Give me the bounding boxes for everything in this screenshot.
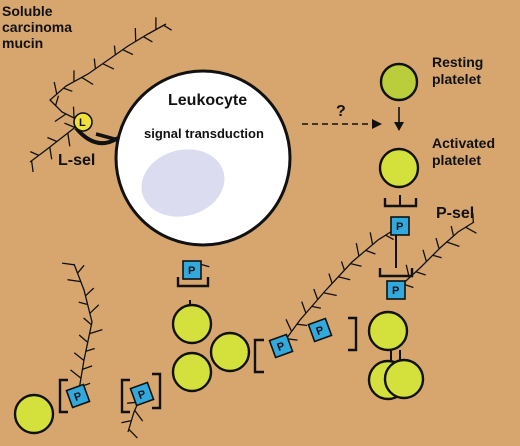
mucin-strands [29, 17, 477, 439]
p-selectin-box: P [386, 280, 406, 300]
p-selectin-box: P [65, 383, 91, 409]
platelet [367, 310, 409, 352]
mucin-strand-right [280, 218, 401, 347]
activated-platelet [378, 147, 420, 189]
activated-platelet-label-1: Activated [432, 135, 495, 151]
resting-platelet-label-2: platelet [432, 71, 481, 87]
platelet [13, 393, 55, 435]
l-selectin: L L-sel [58, 112, 120, 169]
activation-arrows: ? [302, 103, 404, 131]
svg-text:P: P [396, 221, 403, 233]
platelet [171, 303, 213, 345]
svg-text:P: P [188, 265, 195, 277]
p-selectin-box: P [268, 333, 294, 359]
platelet [209, 331, 251, 373]
soluble-mucin-line-1: Soluble [2, 3, 53, 19]
resting-platelet [379, 62, 419, 102]
question-mark: ? [336, 103, 346, 120]
binding-brackets [58, 198, 418, 414]
l-symbol: L [79, 117, 86, 129]
p-sel-label: P-sel [436, 205, 474, 222]
soluble-mucin-line-3: mucin [2, 35, 43, 51]
p-selectin-boxes: P P P P P P P [65, 216, 410, 409]
p-selectin-box: P [390, 216, 410, 236]
soluble-mucin-tail [29, 121, 83, 173]
leukocyte-label: Leukocyte [168, 92, 247, 109]
p-selectin-box: P [129, 381, 155, 407]
l-selectin-ligand-circle [73, 112, 93, 132]
l-sel-label: L-sel [58, 152, 95, 169]
activated-platelet-label-2: platelet [432, 152, 481, 168]
signal-transduction-label: signal transduction [144, 126, 264, 141]
platelet-aggregate [13, 303, 425, 435]
soluble-mucin-line-2: carcinoma [2, 19, 72, 35]
mucin-strand-left [62, 262, 103, 397]
platelet [383, 358, 425, 400]
svg-text:P: P [137, 388, 148, 402]
soluble-mucin-strand [49, 17, 172, 123]
platelet [171, 351, 213, 393]
soluble-mucin-label: Soluble carcinoma mucin [2, 3, 72, 51]
p-selectin-box: P [307, 317, 333, 343]
leukocyte-nucleus [141, 149, 225, 217]
svg-text:P: P [276, 340, 287, 354]
p-selectin-box: P [182, 260, 202, 280]
svg-text:P: P [315, 324, 326, 338]
leukocyte-group: Leukocyte signal transduction [114, 69, 292, 247]
svg-text:P: P [73, 390, 84, 404]
svg-text:P: P [392, 285, 399, 297]
resting-platelet-label-1: Resting [432, 54, 483, 70]
